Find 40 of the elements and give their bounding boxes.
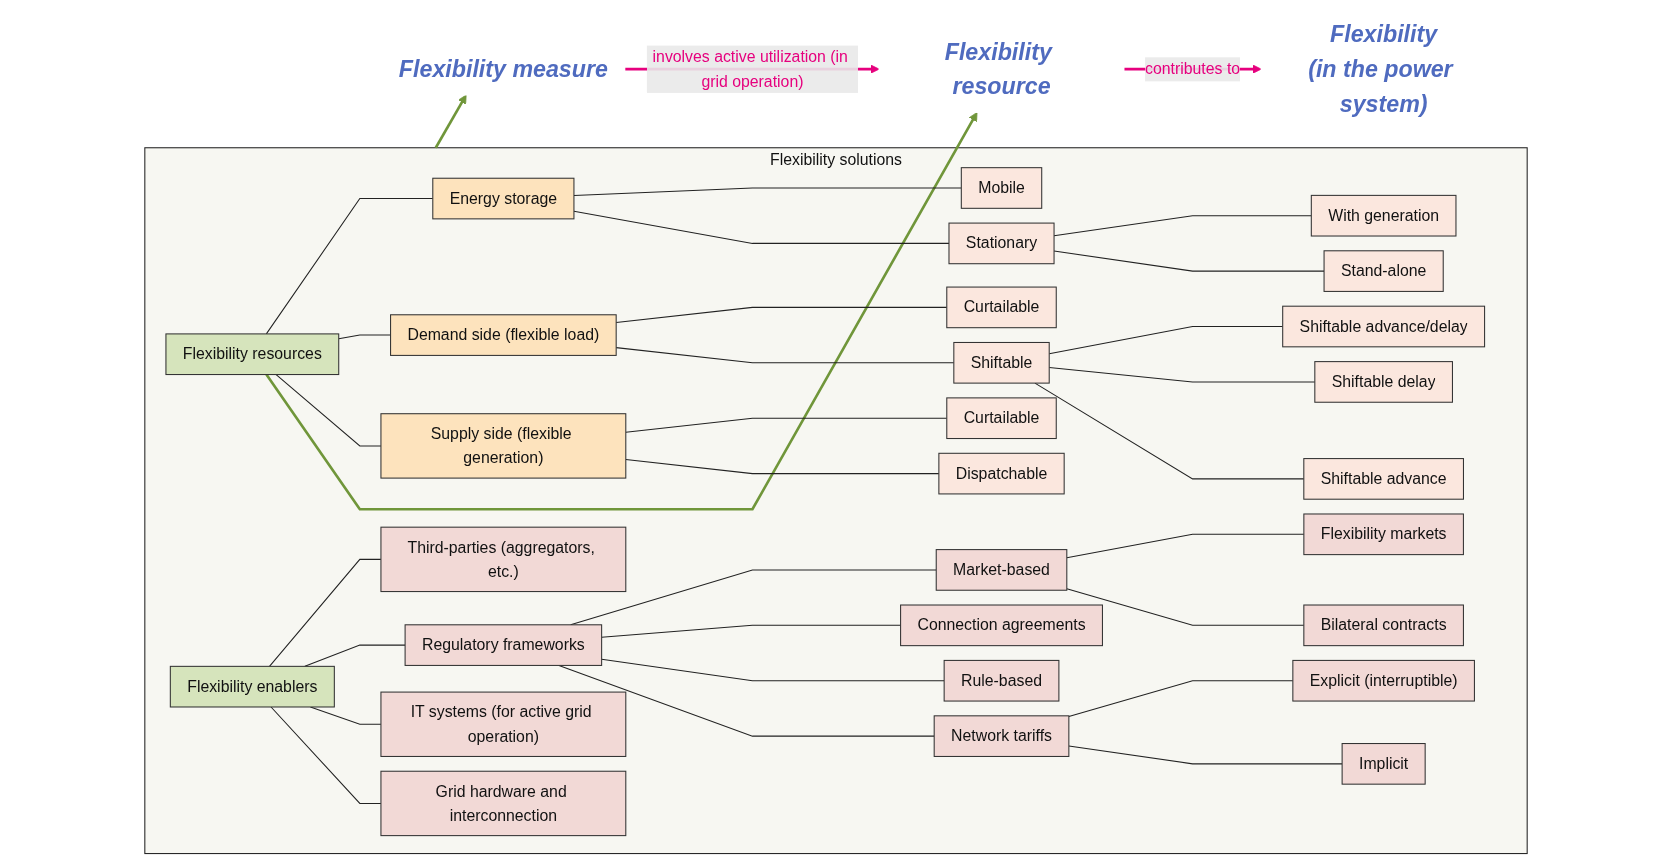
node-box: Flexibility markets xyxy=(1303,513,1464,556)
node-box: Regulatory frameworks xyxy=(404,624,603,666)
node-text: Flexibility measure xyxy=(398,55,608,83)
node-box: Shiftable advance/delay xyxy=(1282,305,1486,348)
connector xyxy=(1068,745,1343,765)
node-box: IT systems (for active grid operation) xyxy=(380,691,627,757)
connector xyxy=(573,187,962,197)
node-text: Flexibility (in the power system) xyxy=(1308,21,1453,118)
connector xyxy=(601,658,945,682)
edge-label: contributes to xyxy=(1145,59,1241,78)
node-box: Curtailable xyxy=(946,286,1057,329)
node-box: Network tariffs xyxy=(933,715,1070,757)
node-box: Shiftable delay xyxy=(1314,361,1453,403)
node-box: Supply side (flexible generation) xyxy=(380,413,627,479)
node-box: Grid hardware and interconnection xyxy=(380,770,627,837)
edge-label: involves active utilization (in grid operation) xyxy=(652,47,848,90)
arrow xyxy=(434,94,467,149)
node-box: Demand side (flexible load) xyxy=(390,314,617,356)
node-box: Bilateral contracts xyxy=(1303,604,1464,647)
node-box: Energy storage xyxy=(432,177,575,220)
node-box: Shiftable xyxy=(953,341,1050,384)
node-box: Implicit xyxy=(1341,743,1426,785)
node-box: Explicit (interruptible) xyxy=(1292,659,1475,702)
node-box: Stand-alone xyxy=(1323,250,1444,292)
node-box: With generation xyxy=(1310,194,1457,237)
arrow xyxy=(265,112,978,511)
node-box: Market-based xyxy=(935,549,1068,591)
node-box: Connection agreements xyxy=(900,604,1103,647)
connector xyxy=(304,644,406,667)
node-box: Curtailable xyxy=(946,397,1057,440)
node-box: Flexibility enablers xyxy=(169,665,335,708)
connector xyxy=(558,664,935,737)
node-box: Stationary xyxy=(948,222,1055,265)
node-box: Shiftable advance xyxy=(1303,458,1464,500)
node-text: Flexibility resource xyxy=(944,38,1052,100)
node-box: Rule-based xyxy=(943,659,1060,702)
node-box: Mobile xyxy=(960,167,1043,209)
node-box: Dispatchable xyxy=(938,452,1065,495)
node-box: Third-parties (aggregators, etc.) xyxy=(380,526,627,593)
node-box: Flexibility resources xyxy=(165,333,340,376)
